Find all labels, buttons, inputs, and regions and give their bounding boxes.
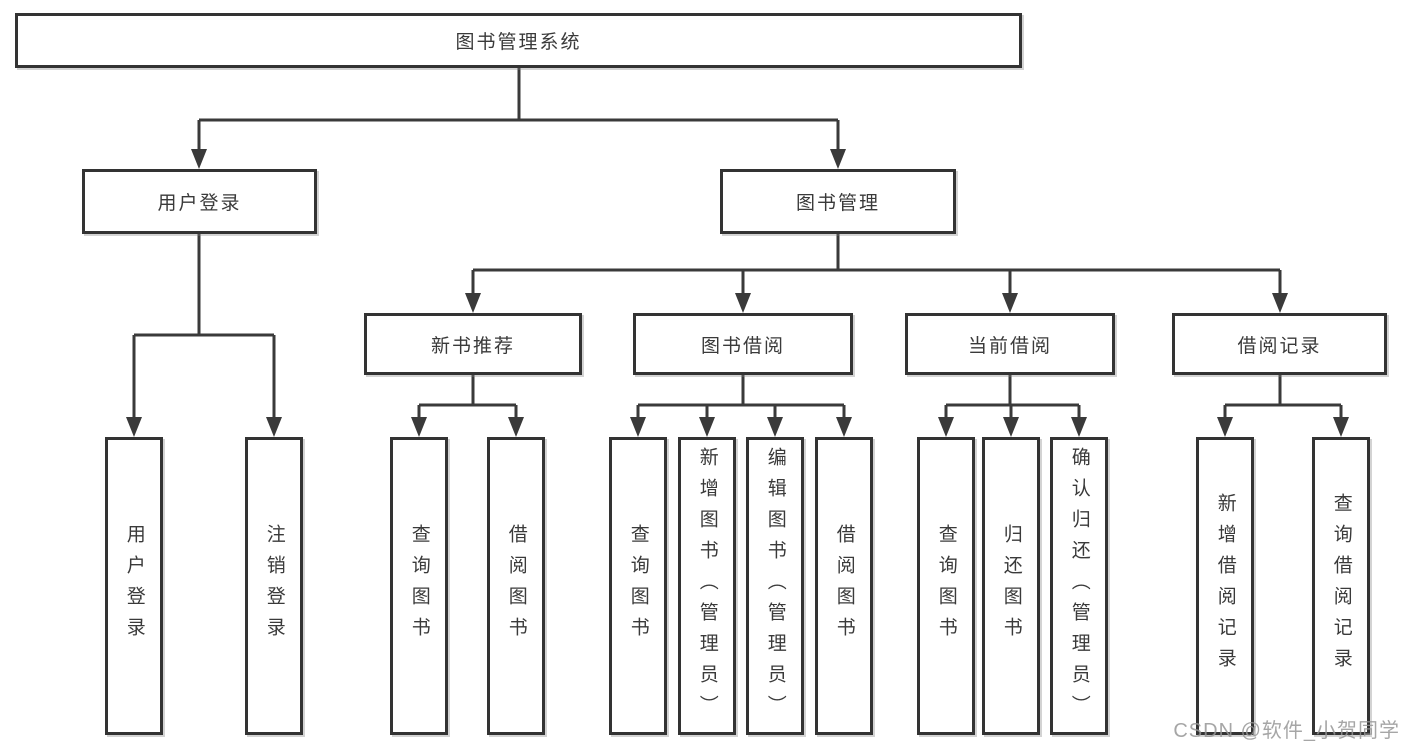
leaf-add-borrow-record-label: 新增借阅记录 [1214,493,1236,679]
leaf-current-query-books-label: 查询图书 [935,524,957,648]
leaf-logout: 注销登录 [245,437,303,735]
leaf-query-borrow-record-label: 查询借阅记录 [1330,493,1352,679]
leaf-borrow-books: 借阅图书 [815,437,873,735]
leaf-return-books: 归还图书 [982,437,1040,735]
leaf-add-borrow-record: 新增借阅记录 [1196,437,1254,735]
arrowheads [126,149,1349,437]
leaf-borrow-books-label: 借阅图书 [833,524,855,648]
node-current-borrowing-label: 当前借阅 [967,335,1052,357]
leaf-borrow-query-books-label: 查询图书 [627,524,649,648]
node-user-login: 用户登录 [82,169,317,234]
node-book-management-label: 图书管理 [795,193,880,214]
leaf-logout-label: 注销登录 [263,524,285,648]
node-current-borrowing: 当前借阅 [905,313,1115,375]
node-new-book-recommend-label: 新书推荐 [430,335,515,357]
leaf-user-login: 用户登录 [105,437,163,735]
leaf-user-login-label: 用户登录 [123,524,145,648]
node-book-borrowing: 图书借阅 [633,313,853,375]
leaf-edit-books-admin-label: 编辑图书（管理员） [764,446,786,726]
node-root: 图书管理系统 [15,13,1022,68]
node-book-management: 图书管理 [720,169,956,234]
leaf-edit-books-admin: 编辑图书（管理员） [746,437,804,735]
leaf-add-books-admin-label: 新增图书（管理员） [696,446,718,726]
leaf-confirm-return-admin-label: 确认归还（管理员） [1068,446,1090,726]
node-new-book-recommend: 新书推荐 [364,313,582,375]
node-borrowing-records: 借阅记录 [1172,313,1387,375]
leaf-confirm-return-admin: 确认归还（管理员） [1050,437,1108,735]
node-book-borrowing-label: 图书借阅 [700,335,785,357]
node-root-label: 图书管理系统 [455,32,582,53]
leaf-recommend-borrow-books: 借阅图书 [487,437,545,735]
leaf-recommend-borrow-books-label: 借阅图书 [505,524,527,648]
leaf-return-books-label: 归还图书 [1000,524,1022,648]
leaf-query-borrow-record: 查询借阅记录 [1312,437,1370,735]
csdn-watermark: CSDN @软件_小贺同学 [1173,720,1400,742]
leaf-add-books-admin: 新增图书（管理员） [678,437,736,735]
leaf-recommend-query-books-label: 查询图书 [408,524,430,648]
leaf-recommend-query-books: 查询图书 [390,437,448,735]
leaf-current-query-books: 查询图书 [917,437,975,735]
node-user-login-label: 用户登录 [157,193,242,214]
node-borrowing-records-label: 借阅记录 [1237,335,1322,357]
leaf-borrow-query-books: 查询图书 [609,437,667,735]
